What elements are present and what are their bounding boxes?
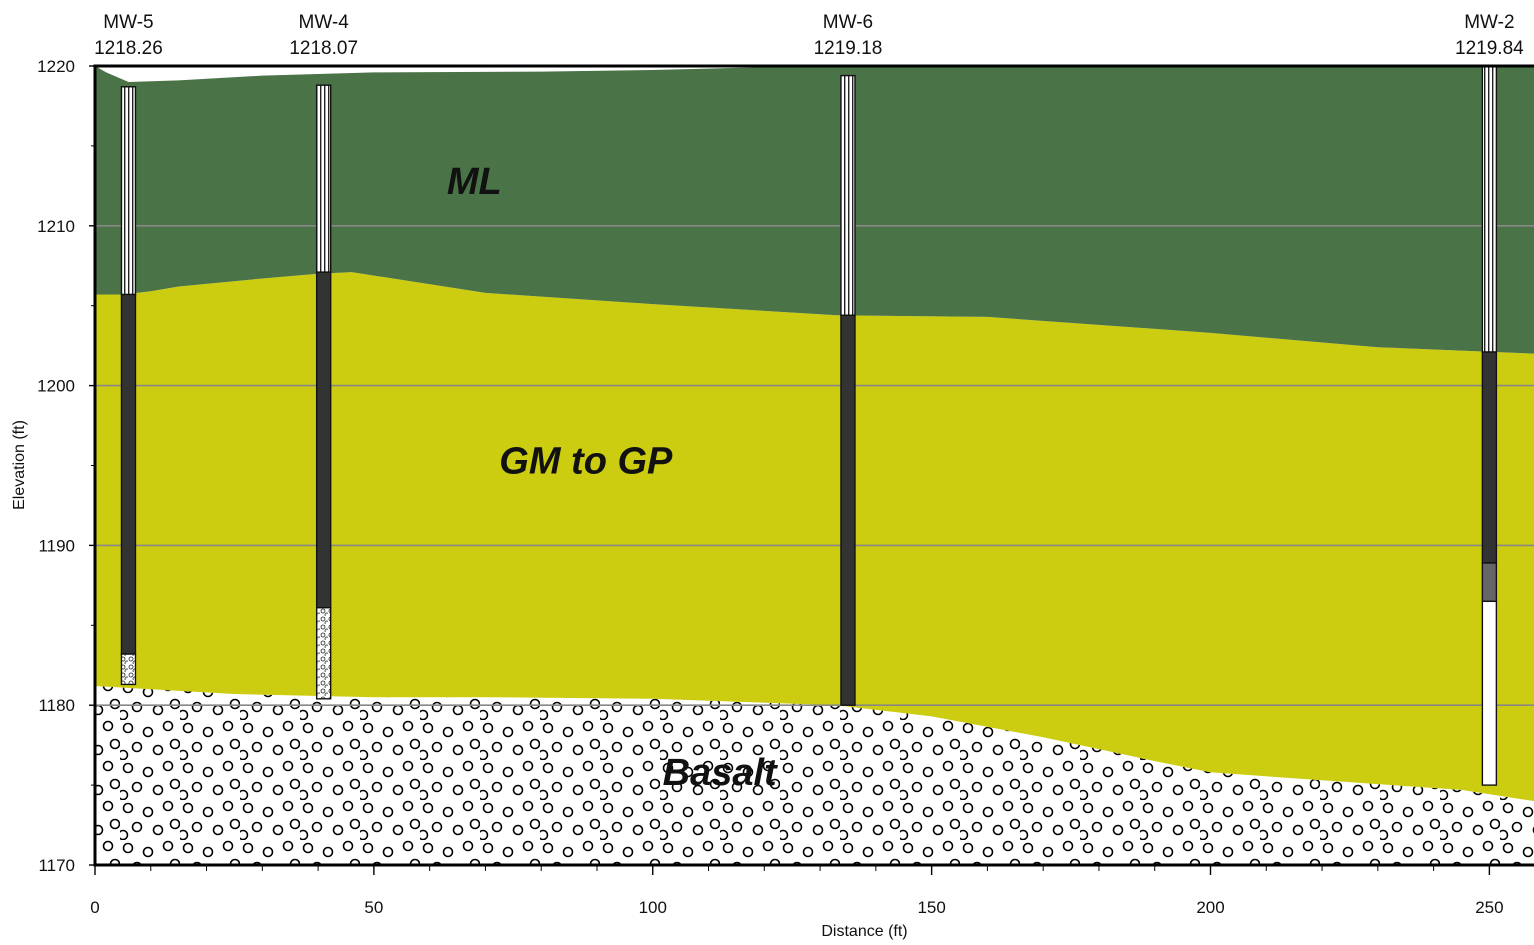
x-tick-label: 100: [639, 898, 667, 917]
well-elevation-label: 1219.18: [814, 38, 883, 59]
monitoring-wells: MW-5 1218.26 MW-4 1218.07 MW-6 1219.18 MW-2 121…: [94, 12, 1524, 786]
y-axis-label: Elevation (ft): [11, 420, 28, 510]
y-tick-label: 1210: [37, 217, 75, 236]
well-casing: [1481, 65, 1498, 353]
unit-label-basalt: Basalt: [663, 752, 778, 794]
x-tick-label: 200: [1196, 898, 1224, 917]
well-name-label: MW-4: [299, 12, 350, 33]
gridlines: [95, 225, 1534, 707]
well-screen: [1481, 351, 1498, 564]
gm-gp-layer: [95, 272, 1534, 802]
well-elevation-label: 1218.07: [289, 38, 358, 59]
well-mw-2: MW-2 1219.84: [1455, 12, 1524, 786]
unit-label-gm-to-gp: GM to GP: [499, 440, 673, 482]
well-elevation-label: 1219.84: [1455, 38, 1524, 59]
x-tick-label: 50: [364, 898, 383, 917]
well-sump: [315, 607, 332, 700]
y-tick-label: 1200: [37, 377, 75, 396]
x-tick-label: 0: [90, 898, 99, 917]
well-casing: [120, 86, 137, 296]
x-tick-label: 150: [917, 898, 945, 917]
well-mw-5: MW-5 1218.26: [94, 12, 163, 686]
y-tick-label: 1180: [38, 696, 75, 715]
y-tick-label: 1190: [38, 536, 75, 555]
basalt-layer-pattern: [95, 686, 1534, 865]
well-mw-4: MW-4 1218.07: [289, 12, 358, 700]
well-name-label: MW-6: [823, 12, 873, 33]
y-tick-label: 1220: [37, 57, 75, 76]
well-seal: [1481, 562, 1498, 603]
geologic-layers: [95, 66, 1534, 865]
x-tick-label: 250: [1475, 898, 1503, 917]
well-name-label: MW-5: [103, 12, 153, 33]
ml-layer: [95, 66, 1534, 354]
well-screen: [120, 293, 137, 655]
x-axis-label: Distance (ft): [821, 923, 907, 940]
well-mw-6: MW-6 1219.18: [814, 12, 883, 706]
well-name-label: MW-2: [1464, 12, 1514, 33]
well-casing: [840, 74, 856, 316]
well-screen: [840, 314, 856, 706]
well-elevation-label: 1218.26: [94, 38, 163, 59]
well-casing: [315, 84, 332, 273]
well-screen: [315, 271, 332, 609]
y-tick-label: 1170: [38, 856, 75, 875]
unit-label-ml: ML: [447, 161, 502, 203]
well-sump: [120, 653, 137, 686]
unit-labels: ML GM to GP Basalt: [447, 161, 778, 794]
well-open-hole: [1481, 600, 1498, 786]
